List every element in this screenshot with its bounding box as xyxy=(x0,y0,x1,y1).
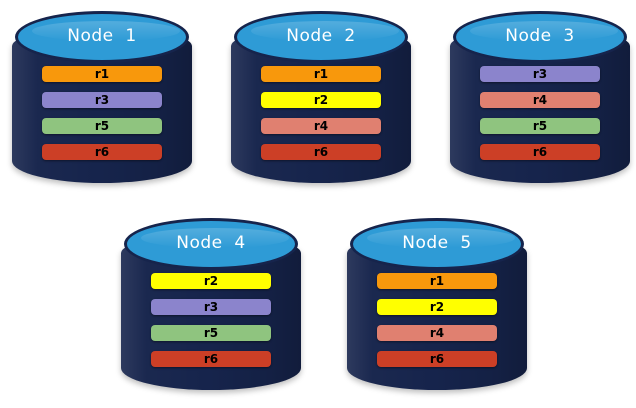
replica-bar[interactable]: r1 xyxy=(42,66,162,82)
replica-list: r3 r4 r5 r6 xyxy=(480,66,600,160)
replica-bar[interactable]: r4 xyxy=(261,118,381,134)
replica-bar[interactable]: r5 xyxy=(480,118,600,134)
replica-bar[interactable]: r3 xyxy=(480,66,600,82)
replica-bar[interactable]: r2 xyxy=(151,273,271,289)
replica-bar[interactable]: r5 xyxy=(42,118,162,134)
replica-bar[interactable]: r6 xyxy=(42,144,162,160)
replica-list: r1 r3 r5 r6 xyxy=(42,66,162,160)
replica-bar[interactable]: r5 xyxy=(151,325,271,341)
replica-bar[interactable]: r2 xyxy=(261,92,381,108)
database-node-cylinder[interactable]: Node 5 r1 r2 r4 r6 xyxy=(347,215,527,400)
node-label: Node 2 xyxy=(286,26,356,46)
replica-bar[interactable]: r1 xyxy=(261,66,381,82)
node-label: Node 3 xyxy=(505,26,575,46)
replica-bar[interactable]: r3 xyxy=(42,92,162,108)
replica-bar[interactable]: r6 xyxy=(151,351,271,367)
replica-list: r1 r2 r4 r6 xyxy=(261,66,381,160)
node-label: Node 4 xyxy=(176,233,246,253)
replica-bar[interactable]: r6 xyxy=(261,144,381,160)
replica-list: r2 r3 r5 r6 xyxy=(151,273,271,367)
database-node-cylinder[interactable]: Node 2 r1 r2 r4 r6 xyxy=(231,8,411,193)
replica-bar[interactable]: r6 xyxy=(377,351,497,367)
replica-bar[interactable]: r6 xyxy=(480,144,600,160)
replica-bar[interactable]: r4 xyxy=(480,92,600,108)
node-label: Node 5 xyxy=(402,233,472,253)
replica-bar[interactable]: r2 xyxy=(377,299,497,315)
replica-bar[interactable]: r1 xyxy=(377,273,497,289)
database-node-cylinder[interactable]: Node 1 r1 r3 r5 r6 xyxy=(12,8,192,193)
database-node-cylinder[interactable]: Node 3 r3 r4 r5 r6 xyxy=(450,8,630,193)
replica-list: r1 r2 r4 r6 xyxy=(377,273,497,367)
node-label: Node 1 xyxy=(67,26,137,46)
replica-bar[interactable]: r3 xyxy=(151,299,271,315)
replica-bar[interactable]: r4 xyxy=(377,325,497,341)
database-node-cylinder[interactable]: Node 4 r2 r3 r5 r6 xyxy=(121,215,301,400)
